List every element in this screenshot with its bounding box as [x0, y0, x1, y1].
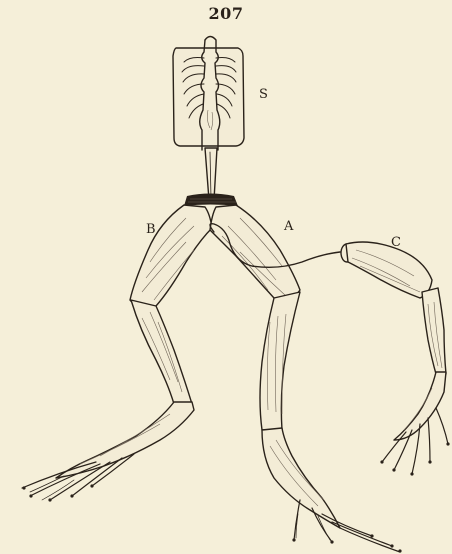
- label-c: C: [391, 235, 401, 250]
- pelvis: [184, 194, 238, 207]
- leg-c: [341, 242, 450, 476]
- label-s: S: [259, 87, 268, 102]
- label-a: A: [283, 219, 294, 234]
- label-b: B: [146, 222, 156, 237]
- leg-b: [22, 205, 212, 502]
- spinal-cord-preparation: [173, 37, 244, 201]
